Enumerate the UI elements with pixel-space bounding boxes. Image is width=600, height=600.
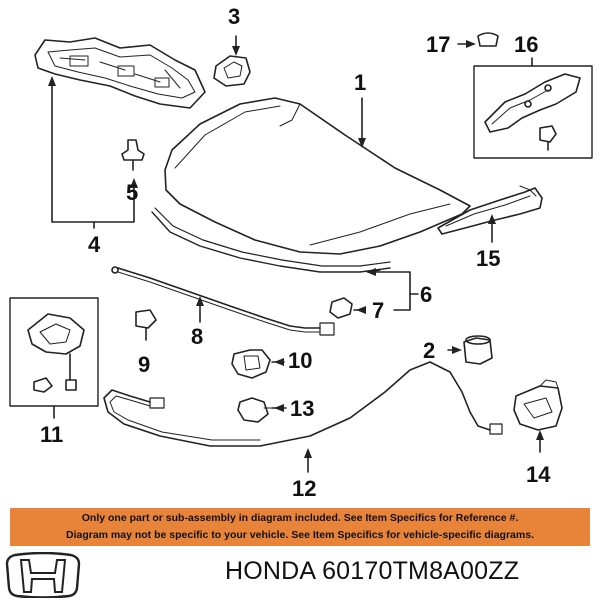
hinge-box-16 [473, 65, 593, 159]
callout-4: 4 [88, 232, 101, 257]
disclaimer-banner: Only one part or sub-assembly in diagram… [10, 508, 590, 546]
clip-7-part [329, 297, 363, 319]
part-number: 60170TM8A00ZZ [322, 557, 520, 585]
parts-diagram [9, 32, 593, 473]
release-handle-14-part [513, 379, 563, 431]
part-number-line: HONDA 60170TM8A00ZZ [225, 557, 519, 586]
callout-7: 7 [372, 298, 385, 323]
clip-5-part [121, 139, 145, 171]
leader-6 [371, 271, 411, 311]
side-seal-15-part [437, 185, 543, 235]
honda-h-logo-icon [5, 552, 81, 598]
callout-1: 1 [354, 70, 367, 95]
callout-15: 15 [476, 246, 501, 271]
callout-6: 6 [420, 282, 433, 307]
disclaimer-line-1: Only one part or sub-assembly in diagram… [81, 512, 519, 524]
callout-8: 8 [191, 324, 204, 349]
brand-name: HONDA [225, 557, 315, 585]
clip-9-part [135, 309, 157, 341]
callout-13: 13 [290, 396, 315, 421]
callout-17: 17 [426, 32, 451, 57]
hood-seal-bracket-part [34, 37, 206, 109]
hinge-cap-17-part [457, 32, 499, 48]
callout-10: 10 [288, 348, 313, 373]
hood-hinge-16-part [484, 73, 581, 151]
callout-16: 16 [514, 32, 539, 57]
disclaimer-line-2: Diagram may not be specific to your vehi… [65, 529, 534, 541]
callout-5: 5 [126, 180, 139, 205]
callout-2: 2 [423, 338, 436, 363]
cable-clip-13-part [237, 397, 287, 423]
callout-12: 12 [292, 476, 317, 501]
cable-clip-10-part [231, 349, 285, 379]
callout-11: 11 [40, 422, 64, 447]
hood-panel-1-part [164, 97, 471, 255]
release-cable-12-part [103, 361, 503, 447]
leader-4 [51, 81, 135, 223]
callout-3: 3 [228, 4, 241, 29]
hood-latch-11-part [27, 313, 85, 393]
hood-bumper-3-part [213, 35, 251, 87]
callout-9: 9 [138, 352, 151, 377]
callout-14: 14 [526, 462, 551, 487]
